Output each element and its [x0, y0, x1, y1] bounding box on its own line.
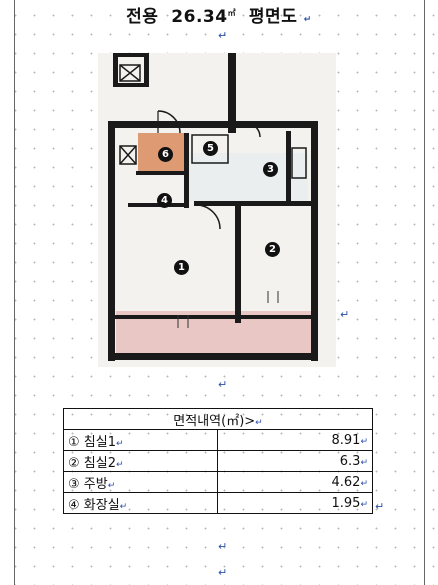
margin-guide-right — [424, 0, 425, 585]
room-marker-6: 6 — [158, 147, 173, 162]
room-marker-4: 4 — [157, 193, 172, 208]
room-marker-2: 2 — [265, 242, 280, 257]
paragraph-mark: ↵ — [218, 29, 228, 42]
room-marker-5: 5 — [203, 141, 218, 156]
room-marker-1: 1 — [174, 260, 189, 275]
page-title: 전용 26.34㎡ 평면도 ↵ — [0, 2, 438, 27]
row-label: ② 침실2↵ — [63, 450, 218, 472]
table-row: ① 침실1↵ 8.91↵ — [63, 429, 373, 451]
area-breakdown-table: 면적내역(㎡)>↵ ① 침실1↵ 8.91↵ ② 침실2↵ 6.3↵ ③ 주방↵… — [63, 408, 373, 514]
title-suffix: 평면도 — [248, 7, 298, 27]
floor-plan-drawing — [108, 53, 318, 361]
table-row: ② 침실2↵ 6.3↵ — [63, 450, 373, 472]
paragraph-mark: ↵ — [218, 540, 228, 553]
row-value: 8.91↵ — [217, 429, 373, 451]
paragraph-mark: ↵ — [255, 417, 263, 428]
paragraph-mark: ↵ — [218, 378, 228, 391]
table-header: 면적내역(㎡)>↵ — [63, 408, 373, 430]
table-row: ③ 주방↵ 4.62↵ — [63, 471, 373, 493]
row-label: ① 침실1↵ — [63, 429, 218, 451]
paragraph-mark: ↵ — [340, 308, 350, 321]
table-header-row: 면적내역(㎡)>↵ — [63, 408, 373, 430]
margin-guide-left — [14, 0, 15, 585]
row-value: 1.95↵ — [217, 492, 373, 514]
row-label: ④ 화장실↵ — [63, 492, 218, 514]
row-label: ③ 주방↵ — [63, 471, 218, 493]
paragraph-mark: ↵ — [375, 500, 385, 513]
title-area-unit: ㎡ — [227, 8, 237, 18]
row-value: 4.62↵ — [217, 471, 373, 493]
paragraph-mark: ↵ — [303, 15, 312, 25]
title-prefix: 전용 — [126, 7, 159, 27]
paragraph-mark: ↵ — [218, 566, 228, 579]
title-area-value: 26.34 — [171, 7, 228, 27]
row-value: 6.3↵ — [217, 450, 373, 472]
table-row: ④ 화장실↵ 1.95↵ — [63, 492, 373, 514]
room-marker-3: 3 — [263, 162, 278, 177]
floor-plan-image: 1 2 3 4 5 6 — [98, 53, 336, 367]
